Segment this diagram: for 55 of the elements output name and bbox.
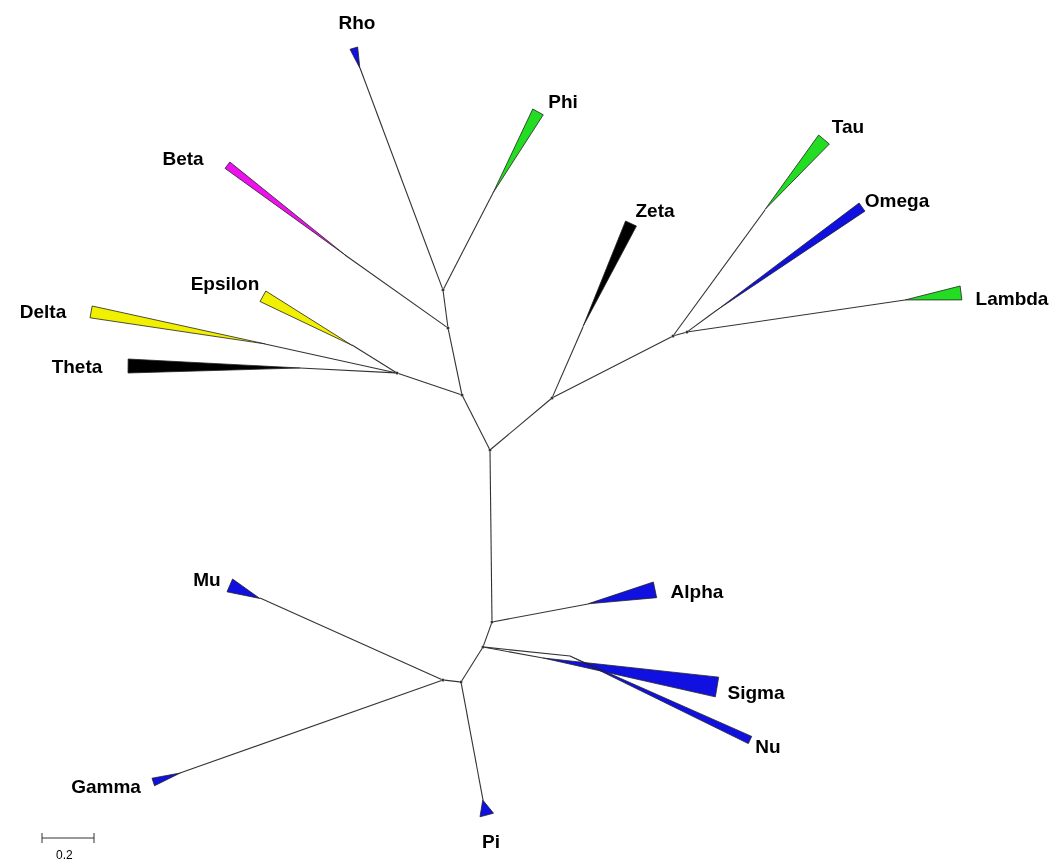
branch-line — [351, 344, 397, 373]
branch-line — [344, 254, 448, 328]
branch-line — [443, 679, 461, 683]
branch-line — [462, 395, 490, 450]
taxon-label: Lambda — [975, 288, 1049, 308]
branch-line — [673, 331, 687, 337]
taxon-label: Sigma — [727, 682, 785, 702]
branch-line — [447, 328, 463, 395]
taxon-label: Tau — [831, 116, 865, 136]
branch-point — [460, 393, 464, 397]
branch-point — [488, 448, 492, 452]
branch-point — [550, 396, 554, 400]
taxon-label: Omega — [864, 190, 930, 210]
branch-line — [489, 450, 493, 622]
taxon-label: Delta — [19, 301, 67, 321]
branch-point — [685, 330, 689, 334]
branch-point — [441, 678, 445, 682]
branch-point — [671, 334, 675, 338]
branch-point — [490, 620, 494, 624]
branch-line — [460, 682, 484, 801]
branch-line — [442, 290, 449, 328]
branch-line — [483, 646, 544, 659]
taxon-label: Zeta — [635, 200, 675, 220]
branch-line — [299, 367, 397, 374]
branch-line — [259, 597, 443, 680]
taxon-label: Gamma — [71, 776, 141, 796]
branch-line — [443, 192, 494, 290]
branch-line — [179, 679, 443, 774]
taxon-label: Mu — [193, 569, 221, 589]
taxon-label: Beta — [162, 148, 204, 168]
taxon-label: Rho — [338, 12, 376, 32]
branch-point — [446, 326, 450, 330]
taxon-label: Nu — [755, 736, 781, 756]
branch-line — [687, 309, 718, 332]
taxon-label: Pi — [482, 831, 500, 851]
branch-line — [461, 647, 483, 682]
branch-line — [687, 299, 906, 333]
scale-label: 0.2 — [56, 848, 73, 862]
branch-line — [673, 209, 766, 336]
branch-point — [481, 645, 485, 649]
taxon-label: Alpha — [670, 581, 724, 601]
branch-point — [395, 371, 399, 375]
taxon-label: Epsilon — [190, 273, 260, 293]
taxon-label: Theta — [51, 356, 103, 376]
branch-line — [482, 622, 493, 647]
taxon-label: Phi — [548, 91, 578, 111]
branch-line — [552, 336, 673, 398]
branch-point — [459, 680, 463, 684]
branch-point — [441, 288, 445, 292]
branch-line — [359, 67, 444, 290]
branch-line — [264, 343, 397, 374]
branch-line — [552, 326, 584, 398]
branch-line — [490, 398, 552, 450]
branch-line — [397, 372, 462, 396]
branch-line — [492, 603, 589, 623]
